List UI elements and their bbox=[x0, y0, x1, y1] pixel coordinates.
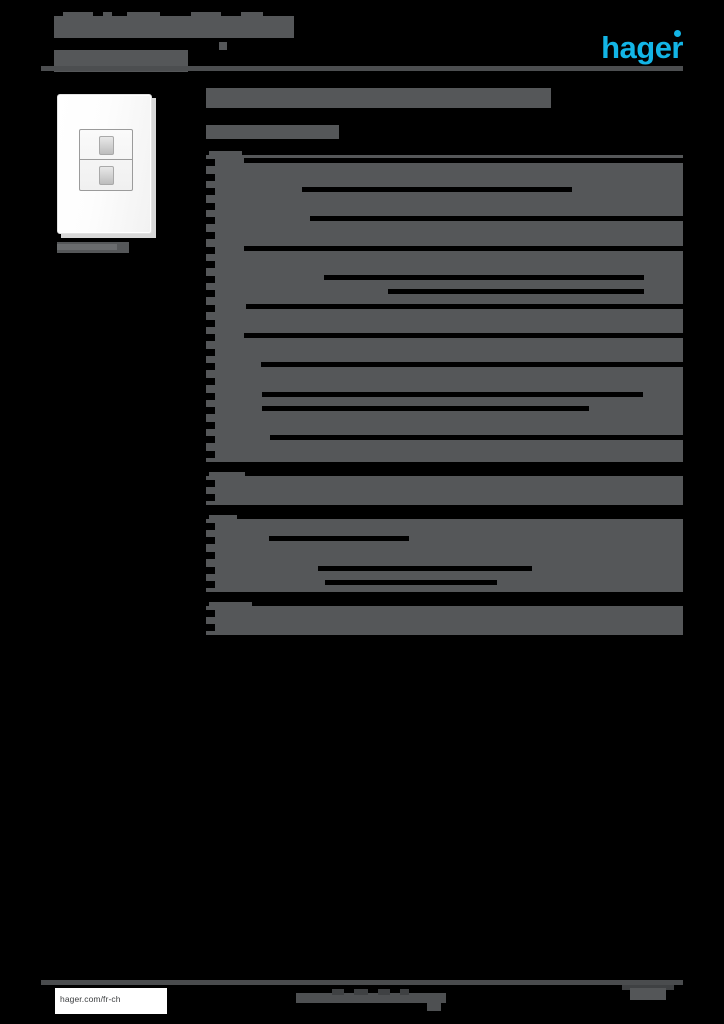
table-row-marker bbox=[206, 275, 215, 283]
table-row-marker bbox=[206, 407, 215, 415]
section-title bbox=[206, 88, 551, 108]
table-row-marker bbox=[206, 261, 215, 269]
table-row-marker bbox=[206, 173, 215, 181]
table-row-marker bbox=[206, 421, 215, 429]
table-row-marker bbox=[206, 159, 215, 166]
table-row bbox=[262, 391, 643, 397]
table-row bbox=[261, 362, 683, 368]
spec-table bbox=[206, 151, 683, 462]
footer-cap bbox=[378, 989, 390, 995]
table-row-marker bbox=[206, 246, 215, 254]
table-row-marker bbox=[206, 290, 215, 298]
table-row-marker bbox=[206, 609, 215, 617]
table-body-redaction bbox=[206, 475, 683, 505]
spec-tables bbox=[206, 151, 683, 645]
table-row-marker bbox=[206, 451, 215, 458]
title-fragment bbox=[63, 12, 93, 18]
table-row-marker bbox=[206, 494, 215, 502]
footer-divider bbox=[41, 980, 683, 985]
table-row bbox=[302, 187, 572, 193]
table-row-marker bbox=[206, 188, 215, 196]
spec-table bbox=[206, 601, 683, 635]
main-content bbox=[206, 88, 683, 645]
table-row-marker bbox=[206, 232, 215, 239]
table-row-marker bbox=[206, 378, 215, 385]
table-row bbox=[244, 158, 683, 163]
table-row bbox=[310, 216, 683, 222]
table-row-marker bbox=[206, 319, 215, 327]
table-header-label bbox=[209, 514, 237, 523]
table-header-label bbox=[209, 601, 252, 610]
footer-page-number bbox=[630, 988, 666, 1000]
table-row-marker bbox=[206, 202, 215, 210]
product-caption-line2 bbox=[57, 244, 117, 250]
table-row bbox=[318, 565, 532, 571]
title-fragment bbox=[103, 12, 112, 18]
table-row bbox=[244, 245, 683, 251]
table-row bbox=[269, 536, 409, 542]
page-title bbox=[54, 16, 294, 38]
rocker-key-top bbox=[99, 136, 114, 155]
table-row bbox=[388, 289, 644, 295]
footer-center-text bbox=[296, 993, 446, 1011]
table-row bbox=[270, 435, 683, 441]
footer-page-rule bbox=[622, 985, 674, 990]
table-row-marker bbox=[206, 305, 215, 312]
table-row bbox=[244, 333, 683, 339]
footer-cap bbox=[354, 989, 368, 995]
rocker-switch-frame bbox=[79, 129, 133, 191]
footer-center-fragment bbox=[427, 1003, 441, 1011]
table-row-marker bbox=[206, 392, 215, 400]
footer-cap bbox=[400, 989, 409, 995]
table-row-marker bbox=[206, 624, 215, 632]
footer-cap bbox=[332, 989, 344, 995]
table-row bbox=[246, 304, 683, 309]
rocker-key-bottom bbox=[99, 166, 114, 185]
table-row-marker bbox=[206, 334, 215, 342]
table-row-marker bbox=[206, 217, 215, 225]
header-divider bbox=[41, 66, 683, 71]
hager-logo-dot bbox=[674, 30, 681, 37]
title-fragment bbox=[191, 12, 221, 18]
table-row-marker bbox=[206, 479, 215, 487]
rocker-divider bbox=[80, 159, 132, 161]
section-subtitle bbox=[206, 125, 339, 139]
table-row-marker bbox=[206, 551, 215, 559]
table-body-redaction bbox=[206, 605, 683, 635]
title-fragment bbox=[241, 12, 263, 18]
table-row bbox=[262, 406, 589, 412]
table-row bbox=[324, 274, 644, 280]
table-row-marker bbox=[206, 436, 215, 444]
title-fragment bbox=[219, 42, 227, 50]
footer-url[interactable]: hager.com/fr-ch bbox=[60, 994, 121, 1004]
table-header-label bbox=[209, 151, 242, 159]
table-row-marker bbox=[206, 348, 215, 356]
table-header-label bbox=[209, 471, 245, 480]
table-row-marker bbox=[206, 566, 215, 574]
product-image bbox=[57, 94, 156, 253]
page-header: hager bbox=[41, 12, 683, 72]
table-row-marker bbox=[206, 522, 215, 530]
table-row bbox=[325, 580, 497, 586]
table-row-marker bbox=[206, 581, 215, 589]
wall-plate-icon bbox=[57, 94, 152, 234]
table-body-redaction bbox=[206, 518, 683, 592]
title-fragment bbox=[127, 12, 160, 18]
footer-url-box[interactable]: hager.com/fr-ch bbox=[55, 988, 167, 1014]
table-row-marker bbox=[206, 363, 215, 371]
hager-logo[interactable]: hager bbox=[601, 30, 683, 65]
table-row-marker bbox=[206, 537, 215, 545]
spec-table bbox=[206, 471, 683, 505]
spec-table bbox=[206, 514, 683, 592]
